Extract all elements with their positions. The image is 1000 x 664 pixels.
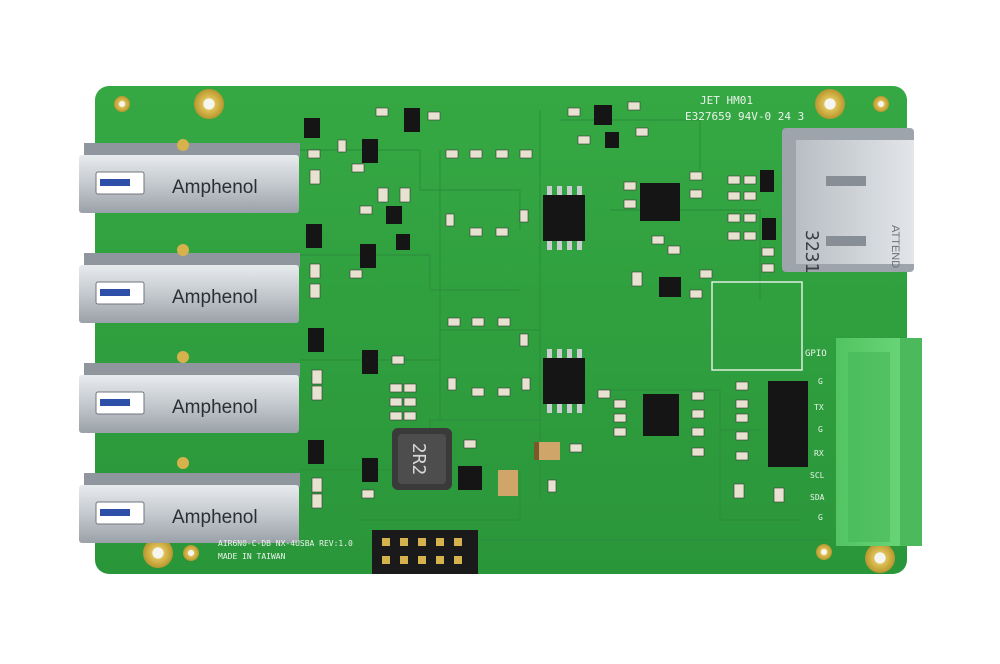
usb-port-4: Amphenol bbox=[79, 457, 300, 543]
mounting-hole bbox=[194, 89, 224, 119]
usb-port-3: Amphenol bbox=[79, 351, 300, 433]
mounting-hole bbox=[865, 543, 895, 573]
power-inductor: 2R2 bbox=[392, 428, 452, 490]
soic-chip bbox=[543, 349, 585, 413]
sd-slot-brand: ATTEND bbox=[889, 225, 901, 268]
mounting-hole bbox=[873, 96, 889, 112]
soic-chip bbox=[643, 394, 679, 436]
sd-slot-marking: 3231 bbox=[801, 230, 822, 273]
usb-port-2: Amphenol bbox=[79, 244, 300, 323]
small-ic bbox=[304, 105, 776, 490]
gpio-terminal-block: GPIO G TX G RX SCL SDA G bbox=[805, 338, 922, 546]
mounting-hole bbox=[183, 545, 199, 561]
mounting-holes bbox=[114, 89, 895, 573]
component-outline bbox=[711, 281, 803, 371]
usb-brand-label: Amphenol bbox=[172, 177, 258, 198]
tantalum-capacitors bbox=[498, 442, 560, 496]
microsd-card-slot: 3231 ATTEND bbox=[782, 128, 914, 273]
mounting-hole bbox=[816, 544, 832, 560]
gpio-pin-label: SCL bbox=[810, 471, 825, 480]
usb-brand-label: Amphenol bbox=[172, 507, 258, 528]
pin-header bbox=[372, 530, 478, 574]
gpio-pin-label: G bbox=[818, 377, 823, 386]
soic-chip bbox=[543, 186, 585, 250]
gpio-pin-label: G bbox=[818, 425, 823, 434]
model-marking: AIR6N0-C-DB NX-4USBA REV:1.0 bbox=[218, 539, 353, 548]
gpio-pin-label: G bbox=[818, 513, 823, 522]
tssop-chip bbox=[768, 381, 808, 467]
usb-port-1: Amphenol bbox=[79, 139, 300, 213]
gpio-title: GPIO bbox=[805, 349, 827, 359]
mounting-hole bbox=[114, 96, 130, 112]
mounting-hole bbox=[143, 538, 173, 568]
passive-components bbox=[307, 101, 785, 509]
mounting-hole bbox=[815, 89, 845, 119]
usb-brand-label: Amphenol bbox=[172, 397, 258, 418]
cert-line-2: E327659 94V-0 24 3 bbox=[685, 110, 804, 123]
gpio-pin-label: RX bbox=[814, 449, 824, 458]
inductor-marking: 2R2 bbox=[408, 443, 429, 476]
certification-marking: JET HM01 E327659 94V-0 24 3 bbox=[685, 94, 804, 123]
origin-marking: MADE IN TAIWAN bbox=[218, 552, 286, 561]
gpio-pin-label: TX bbox=[814, 403, 824, 412]
usb-brand-label: Amphenol bbox=[172, 287, 258, 308]
cert-line-1: JET HM01 bbox=[700, 94, 753, 107]
qfn-chip bbox=[640, 183, 680, 221]
gpio-pin-label: SDA bbox=[810, 493, 825, 502]
